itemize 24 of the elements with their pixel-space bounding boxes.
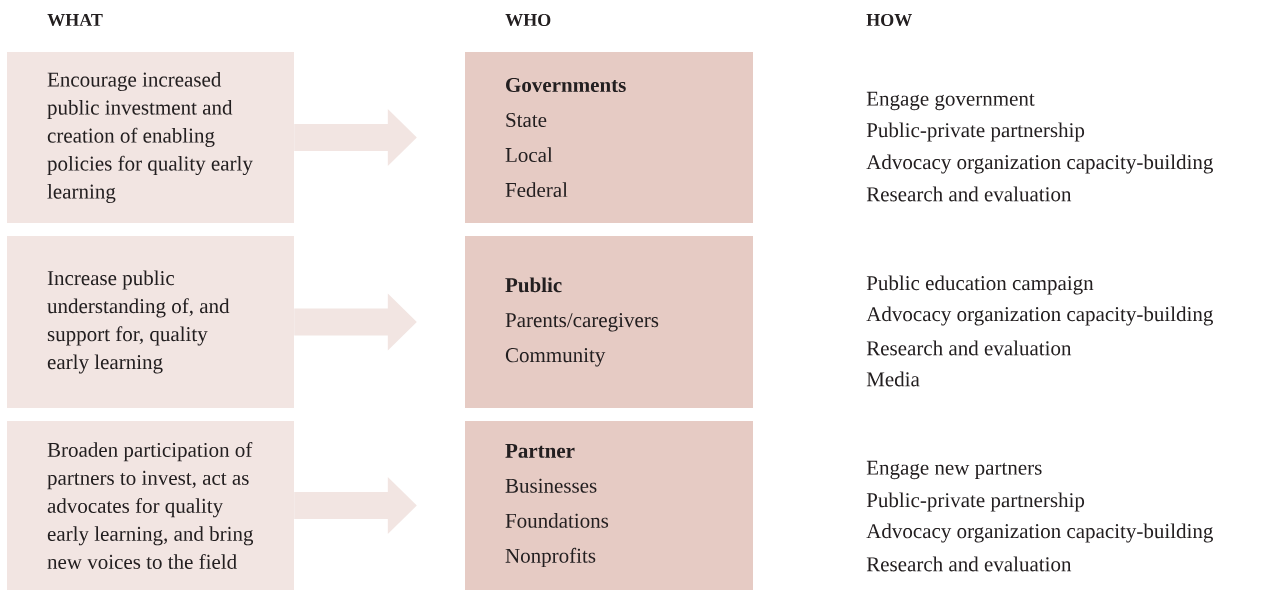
list-item: Public-private partnership	[866, 122, 1085, 142]
list-item: Public-private partnership	[866, 492, 1085, 512]
list-item: Research and evaluation	[866, 186, 1072, 202]
column-heading: WHO	[505, 13, 551, 27]
list-item: Public education campaign	[866, 275, 1094, 295]
list-item: Advocacy organization capacity-building	[866, 154, 1213, 174]
goal-box: Increase public understanding of, and support for, quality early learning	[7, 236, 294, 408]
list-item: Research and evaluation	[866, 340, 1072, 356]
list-item: Engage new partners	[866, 460, 1042, 480]
list-item: Advocacy organization capacity-building	[866, 306, 1213, 326]
goal-box: Broaden participation of partners to invest, act as advocates for quality early learning, and bring new voices to the field	[7, 421, 294, 590]
list-item: Media	[866, 371, 920, 387]
audience-box: Governments State Local Federal	[465, 52, 753, 223]
list-item: Advocacy organization capacity-building	[866, 523, 1213, 543]
goal-box: Encourage increased public investment and creation of enabling policies for quality early learning	[7, 52, 294, 223]
audience-box: Public Parents/caregivers Community	[465, 236, 753, 408]
block-arrow	[294, 109, 417, 166]
audience-box: Partner Businesses Foundations Nonprofits	[465, 421, 753, 590]
list-item: Research and evaluation	[866, 556, 1072, 572]
list-item: Engage government	[866, 91, 1035, 111]
column-heading: WHAT	[47, 13, 103, 27]
column-heading: HOW	[866, 13, 912, 27]
block-arrow	[294, 477, 417, 534]
block-arrow	[294, 293, 417, 351]
